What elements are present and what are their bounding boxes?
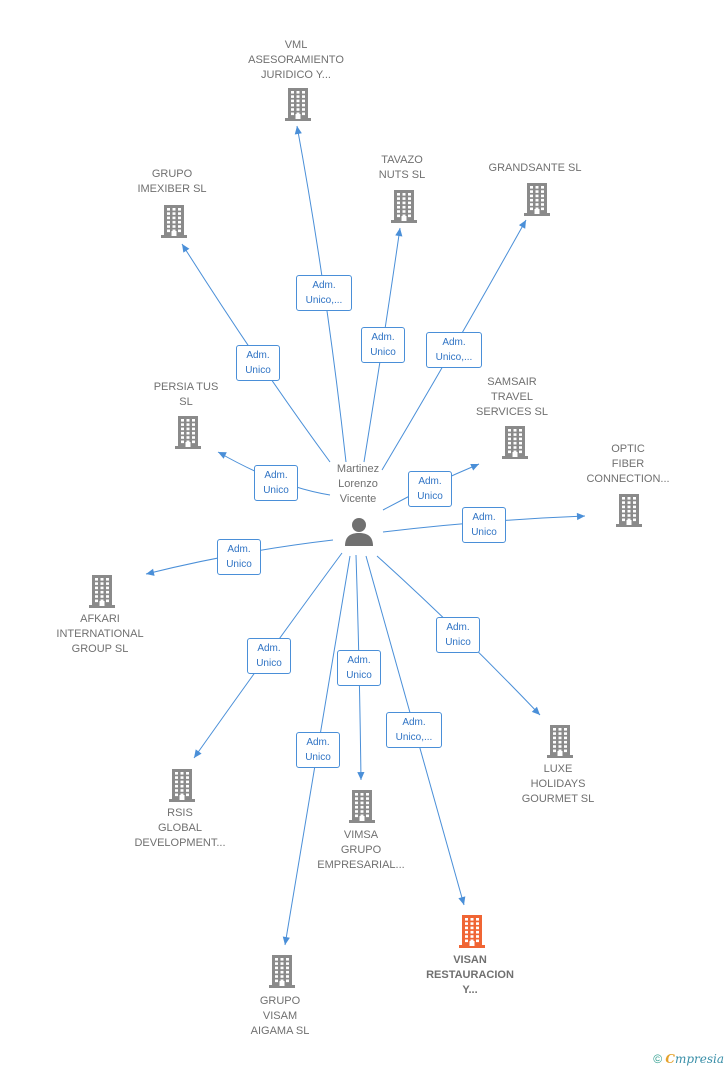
role-badge-optic-fiber[interactable]: Adm. Unico: [462, 507, 506, 543]
role-badge-grupo-imexiber[interactable]: Adm. Unico: [236, 345, 280, 381]
building-icon[interactable]: [283, 87, 313, 121]
building-icon[interactable]: [347, 789, 377, 823]
arrow-head: [576, 512, 585, 521]
company-label-rsis[interactable]: RSIS GLOBAL DEVELOPMENT...: [134, 807, 226, 849]
person-icon[interactable]: [343, 516, 375, 548]
company-label-persia-tus[interactable]: PERSIA TUS SL: [153, 381, 219, 408]
company-label-vml[interactable]: VML ASESORAMIENTO JURIDICO Y...: [248, 39, 344, 81]
arrow-head: [182, 244, 190, 253]
arrow-head: [294, 126, 302, 135]
role-badge-vml[interactable]: Adm. Unico,...: [296, 275, 352, 311]
company-label-grandsante[interactable]: GRANDSANTE SL: [488, 162, 582, 174]
role-badge-rsis[interactable]: Adm. Unico: [247, 638, 291, 674]
building-icon[interactable]: [500, 425, 530, 459]
arrow-head: [395, 228, 403, 237]
company-label-samsair[interactable]: SAMSAIR TRAVEL SERVICES SL: [476, 376, 548, 418]
arrow-head: [531, 706, 540, 715]
building-icon[interactable]: [614, 493, 644, 527]
role-badge-persia-tus[interactable]: Adm. Unico: [254, 465, 298, 501]
role-badge-afkari[interactable]: Adm. Unico: [217, 539, 261, 575]
brand-logo-text: mpresia: [674, 1052, 724, 1066]
arrow-head: [518, 220, 526, 229]
arrow-head: [194, 749, 202, 758]
building-icon-highlighted[interactable]: [457, 914, 487, 948]
arrow-head: [146, 568, 155, 576]
arrow-head: [357, 771, 365, 780]
company-label-luxe[interactable]: LUXE HOLIDAYS GOURMET SL: [521, 763, 595, 805]
role-badge-luxe[interactable]: Adm. Unico: [436, 617, 480, 653]
center-person-name: Martinez Lorenzo Vicente: [336, 463, 380, 505]
building-icon[interactable]: [522, 182, 552, 216]
company-label-grupo-imexiber[interactable]: GRUPO IMEXIBER SL: [137, 168, 207, 195]
brand-logo-initial: C: [665, 1052, 675, 1066]
role-badge-grupo-visam[interactable]: Adm. Unico: [296, 732, 340, 768]
building-icon[interactable]: [167, 768, 197, 802]
building-icon[interactable]: [389, 189, 419, 223]
role-badge-samsair[interactable]: Adm. Unico: [408, 471, 452, 507]
arrow-head: [458, 896, 466, 905]
role-badge-grandsante[interactable]: Adm. Unico,...: [426, 332, 482, 368]
arrow-head: [218, 452, 227, 459]
building-icon[interactable]: [267, 954, 297, 988]
building-icon[interactable]: [159, 204, 189, 238]
company-label-vimsa[interactable]: VIMSA GRUPO EMPRESARIAL...: [317, 829, 405, 871]
role-badge-tavazo[interactable]: Adm. Unico: [361, 327, 405, 363]
company-label-tavazo[interactable]: TAVAZO NUTS SL: [378, 154, 426, 181]
footer-brand: © Cmpresia: [653, 1052, 724, 1066]
company-label-optic-fiber[interactable]: OPTIC FIBER CONNECTION...: [586, 443, 670, 485]
building-icon[interactable]: [545, 724, 575, 758]
role-badge-vimsa[interactable]: Adm. Unico: [337, 650, 381, 686]
company-label-afkari[interactable]: AFKARI INTERNATIONAL GROUP SL: [56, 613, 144, 655]
arrow-head: [470, 463, 479, 471]
arrow-head: [282, 936, 290, 945]
role-badge-visan[interactable]: Adm. Unico,...: [386, 712, 442, 748]
company-label-grupo-visam[interactable]: GRUPO VISAM AIGAMA SL: [250, 995, 310, 1037]
copyright-icon: ©: [653, 1052, 663, 1066]
company-label-visan[interactable]: VISAN RESTAURACION Y...: [426, 954, 514, 996]
building-icon[interactable]: [173, 415, 203, 449]
building-icon[interactable]: [87, 574, 117, 608]
